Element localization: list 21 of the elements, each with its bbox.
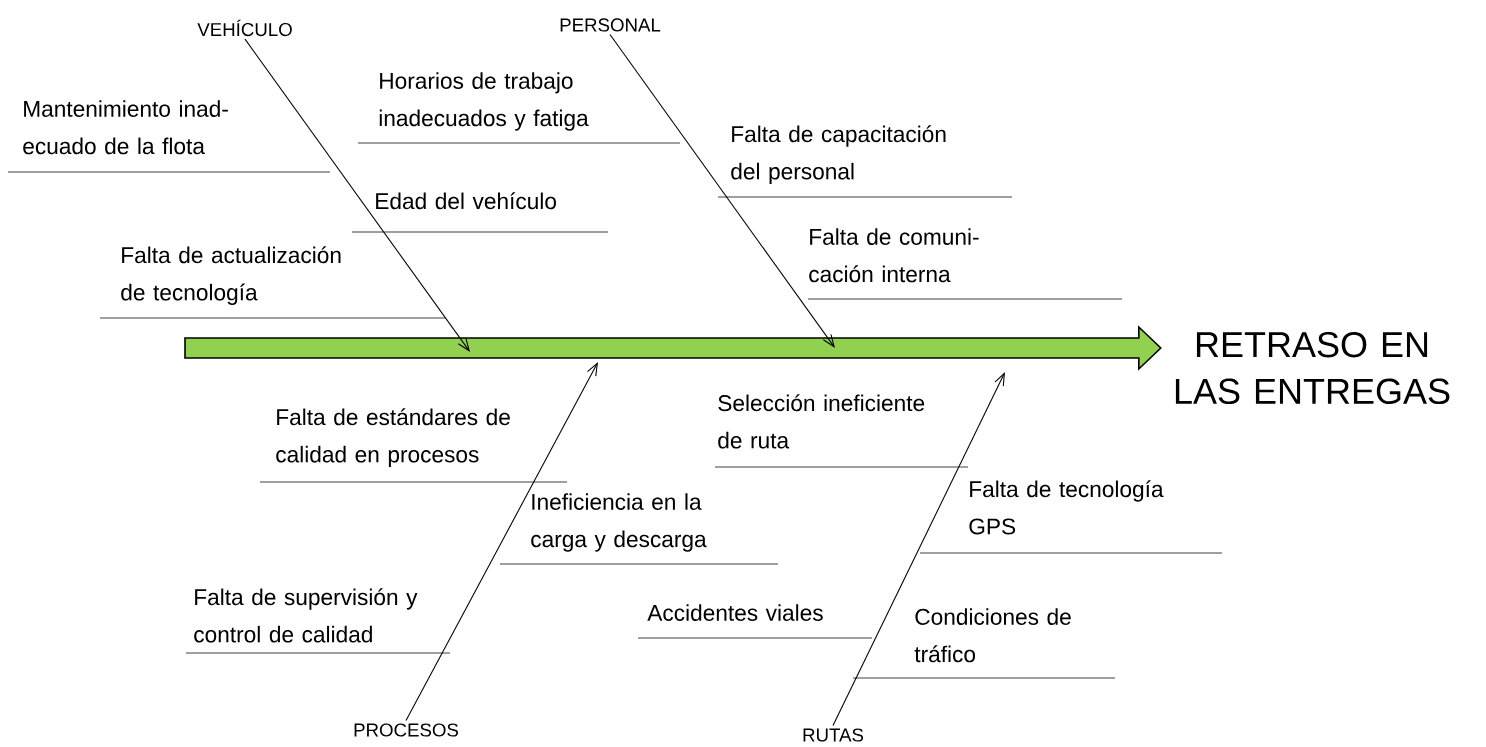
cause-label: Falta de capacitación del personal (717, 125, 1013, 198)
category-label: VEHÍCULO (197, 19, 292, 37)
bone-arrow (244, 38, 470, 352)
category-label: RUTAS (803, 728, 864, 742)
cause-label: Ineficiencia en la carga y descarga (499, 493, 779, 565)
cause-label: Falta de comuni-cación interna (807, 228, 1123, 300)
cause-label: Mantenimiento inad-ecuado de la flota (7, 100, 331, 173)
bone-arrow (832, 372, 1005, 726)
cause-label: Horarios de trabajo inadecuados y fatiga (357, 72, 681, 144)
spine-arrow (184, 325, 1162, 371)
cause-label: Selección ineficiente de ruta (714, 394, 969, 468)
category-label: PERSONAL (560, 18, 661, 32)
cause-label: Edad del vehículo (351, 192, 609, 233)
category-label: PROCESOS (354, 723, 459, 737)
bone-arrow (609, 34, 835, 348)
cause-label: Falta de tecnología GPS (919, 480, 1223, 554)
cause-label: Falta de estándares de calidad en procesos (259, 408, 568, 483)
cause-label: Falta de actualización de tecnología (99, 246, 446, 319)
cause-label: Falta de supervisión y control de calidad (185, 588, 451, 654)
effect-label: RETRASO EN LAS ENTREGAS (1175, 331, 1450, 405)
bone-arrow (405, 362, 598, 721)
